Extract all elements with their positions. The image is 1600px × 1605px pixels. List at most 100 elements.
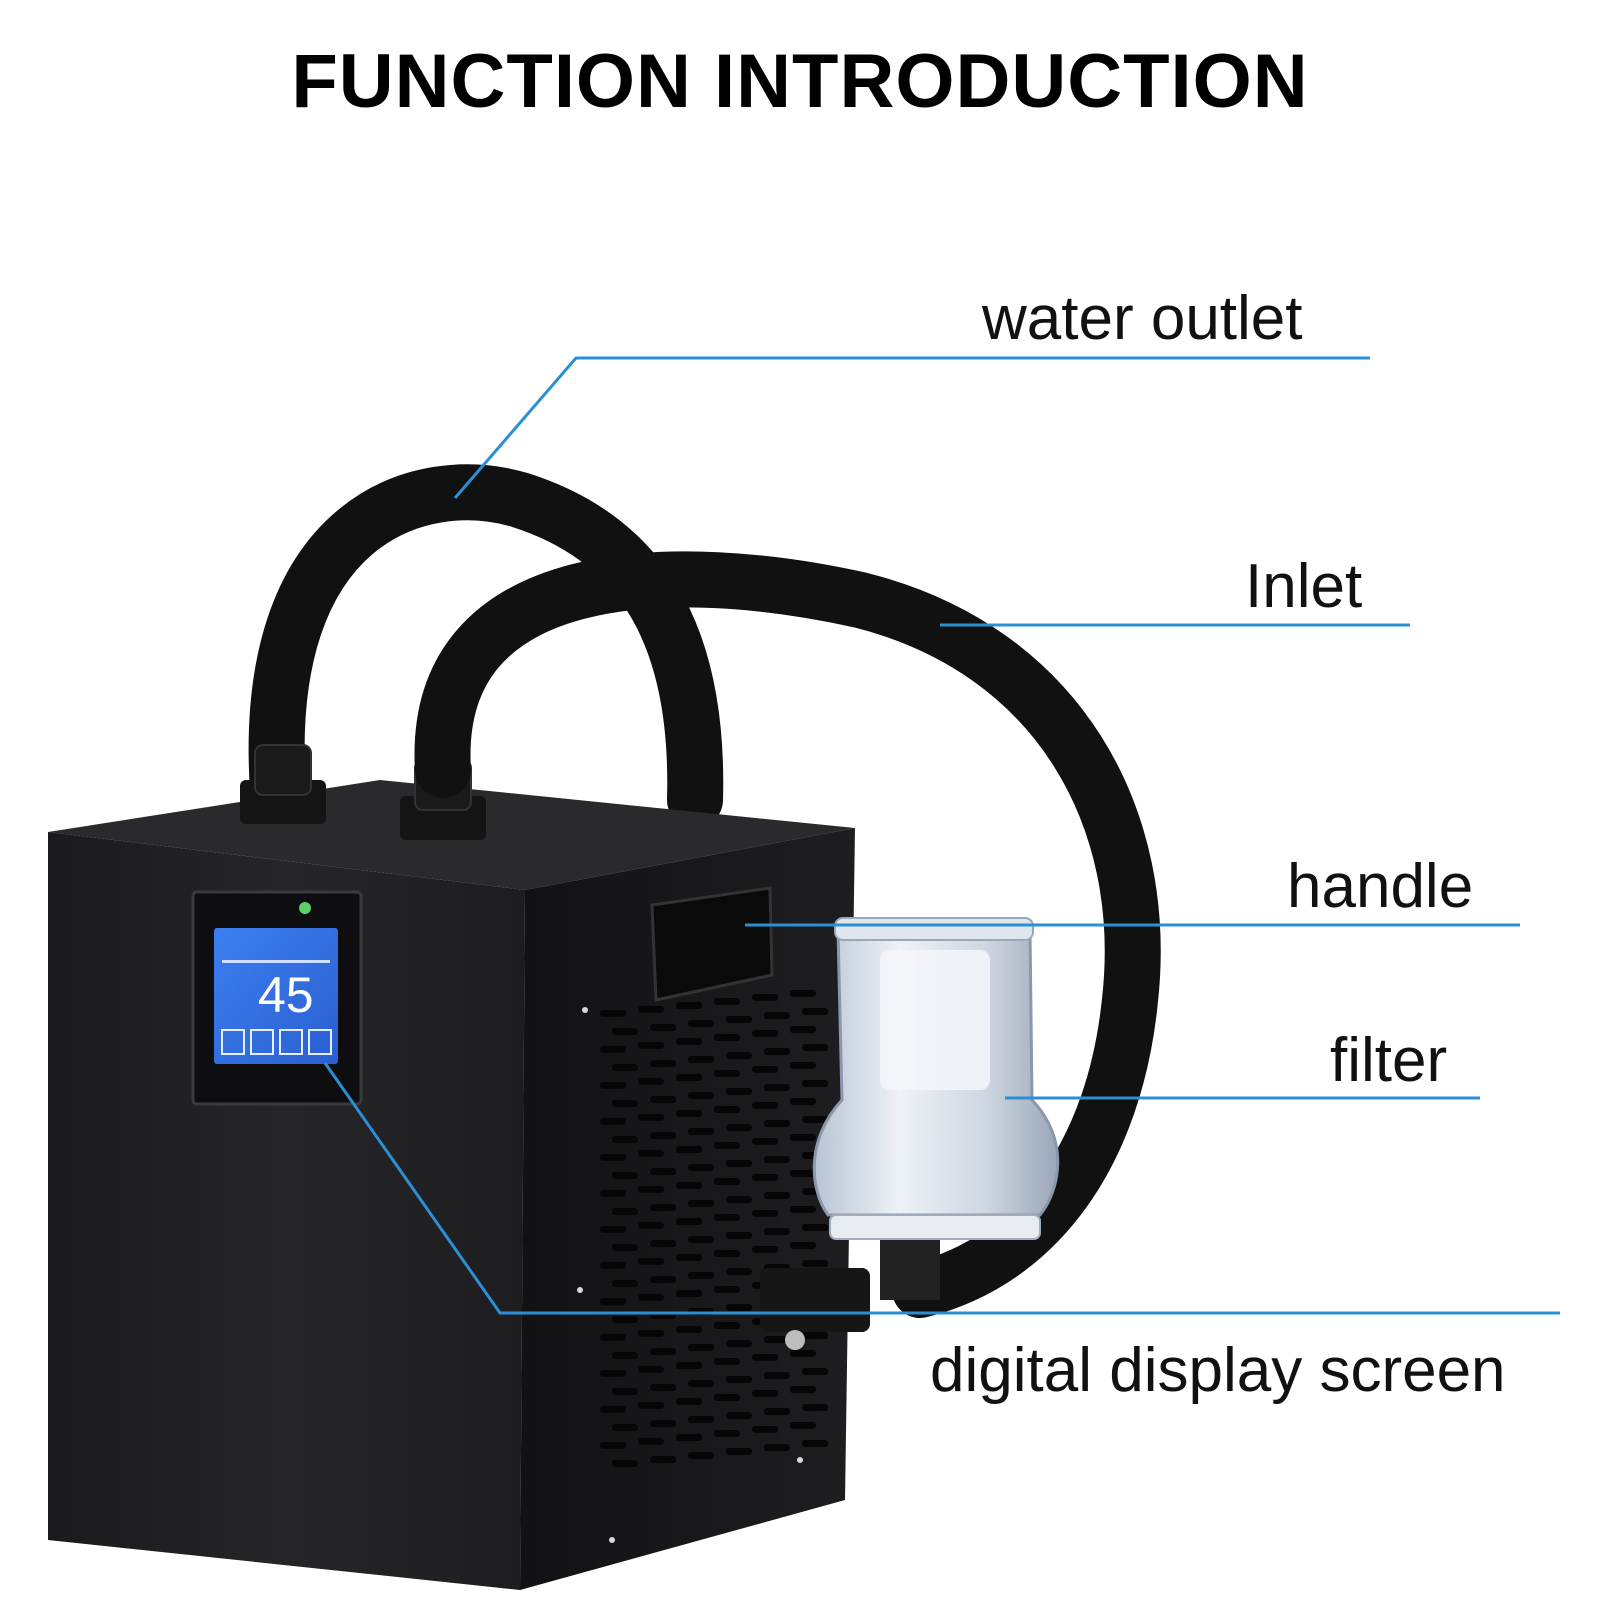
vent-slot (676, 1362, 702, 1369)
vent-slot (612, 1424, 638, 1431)
vent-slot (726, 1016, 752, 1023)
vent-slot (790, 1350, 816, 1357)
vent-slot (638, 1078, 664, 1085)
vent-slot (726, 1304, 752, 1311)
vent-slot (600, 1262, 626, 1269)
vent-slot (688, 1092, 714, 1099)
vent-slot (714, 1214, 740, 1221)
vent-slot (714, 998, 740, 1005)
vent-slot (638, 1438, 664, 1445)
vent-slot (676, 1038, 702, 1045)
label-inlet: Inlet (1245, 552, 1363, 621)
digital-display-panel: 45 (191, 890, 363, 1106)
vent-slot (764, 1336, 790, 1343)
vent-slot (752, 1210, 778, 1217)
vent-slot (726, 1124, 752, 1131)
label-handle: handle (1287, 852, 1474, 921)
vent-slot (790, 1242, 816, 1249)
vent-slot (802, 1404, 828, 1411)
vent-slot (612, 1280, 638, 1287)
vent-slot (638, 1222, 664, 1229)
vent-slot (790, 990, 816, 997)
inlet-hose (414, 551, 1161, 1318)
vent-slot (676, 1218, 702, 1225)
vent-slot (714, 1070, 740, 1077)
vent-slot (650, 1240, 676, 1247)
vent-slot (764, 1192, 790, 1199)
vent-slot (726, 1088, 752, 1095)
vent-slot (714, 1178, 740, 1185)
vent-slot (688, 1200, 714, 1207)
vent-slot (752, 1138, 778, 1145)
vent-slot (752, 994, 778, 1001)
vent-slot (802, 1224, 828, 1231)
vent-slot (612, 1244, 638, 1251)
vent-slot (676, 1110, 702, 1117)
vent-slot (726, 1160, 752, 1167)
vent-slot (650, 1096, 676, 1103)
vent-slot (790, 1026, 816, 1033)
vent-slot (802, 1116, 828, 1123)
vent-slot (638, 1006, 664, 1013)
lcd-button-up[interactable] (308, 1029, 332, 1055)
lcd-buttons (221, 1029, 332, 1055)
vent-slot (726, 1268, 752, 1275)
vent-slot (764, 1444, 790, 1451)
label-filter: filter (1330, 1026, 1448, 1095)
vent-slot (612, 1100, 638, 1107)
vent-slot (600, 1118, 626, 1125)
vent-slot (688, 1020, 714, 1027)
vent-slot (726, 1196, 752, 1203)
vent-slot (650, 1420, 676, 1427)
vent-slot (600, 1442, 626, 1449)
vent-slot (600, 1298, 626, 1305)
vent-slot (612, 1388, 638, 1395)
vent-slot (790, 1422, 816, 1429)
vent-slot (638, 1186, 664, 1193)
vent-slot (714, 1322, 740, 1329)
vent-slot (600, 1406, 626, 1413)
vent-slot (714, 1034, 740, 1041)
vent-slot (802, 1440, 828, 1447)
vent-slot (650, 1204, 676, 1211)
lcd-button-power[interactable] (221, 1029, 245, 1055)
handle-recess (650, 886, 774, 1002)
page-title: FUNCTION INTRODUCTION (291, 39, 1309, 124)
vent-slot (638, 1150, 664, 1157)
vent-slot (650, 1024, 676, 1031)
vent-slot (600, 1334, 626, 1341)
vent-slot (764, 1012, 790, 1019)
vent-slot (650, 1276, 676, 1283)
vent-slot (714, 1430, 740, 1437)
vent-slot (612, 1136, 638, 1143)
vent-slot (790, 1098, 816, 1105)
vent-slot (764, 1408, 790, 1415)
outlet-hose (248, 464, 724, 828)
vent-slot (688, 1236, 714, 1243)
vent-slot (790, 1206, 816, 1213)
vent-slot (638, 1366, 664, 1373)
lcd-button-down[interactable] (279, 1029, 303, 1055)
vent-slot (752, 1426, 778, 1433)
vent-slot (764, 1372, 790, 1379)
vent-slot (600, 1370, 626, 1377)
vent-slot (802, 1368, 828, 1375)
vent-slot (612, 1208, 638, 1215)
vent-slot (790, 1134, 816, 1141)
chiller-front (48, 832, 525, 1590)
vent-slot (612, 1172, 638, 1179)
vent-slot (688, 1164, 714, 1171)
temperature-reading: 45 (258, 967, 314, 1023)
vent-slot (600, 1082, 626, 1089)
vent-slot (638, 1258, 664, 1265)
vent-slot (612, 1028, 638, 1035)
label-water-outlet: water outlet (982, 284, 1303, 353)
vent-slot (752, 1066, 778, 1073)
vent-slot (802, 1044, 828, 1051)
vent-slot (726, 1232, 752, 1239)
vent-slot (764, 1048, 790, 1055)
lcd-button-mode[interactable] (250, 1029, 274, 1055)
vent-slot (638, 1042, 664, 1049)
vent-slot (802, 1260, 828, 1267)
